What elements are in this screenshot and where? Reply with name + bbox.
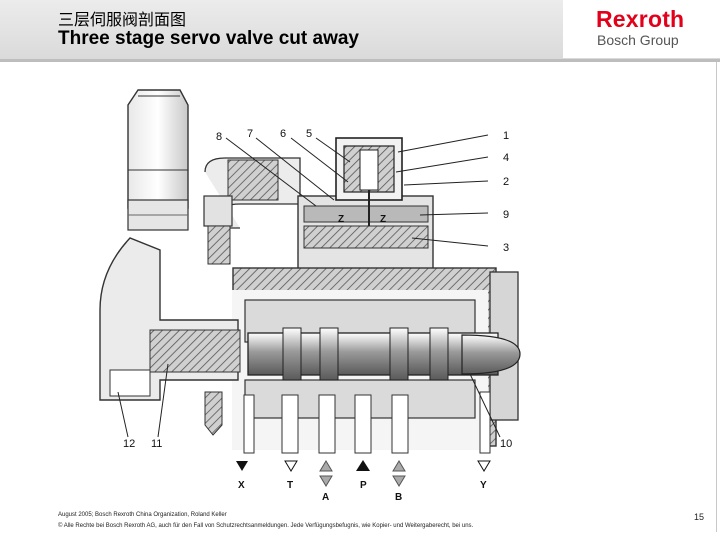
callout-5: 5 (306, 128, 312, 140)
callout-9: 9 (503, 209, 509, 221)
spool-mark-z: Z (338, 214, 344, 225)
callout-12: 12 (123, 438, 135, 450)
servo-valve-diagram: Z Z 1 2 3 4 5 6 7 8 9 10 11 12 X T A P B… (99, 89, 521, 502)
callout-7: 7 (247, 128, 253, 140)
main-spool (247, 327, 521, 381)
port-label-t: T (287, 480, 293, 491)
page-number: 15 (694, 512, 705, 522)
torque-motor-housing (297, 137, 434, 270)
callout-10: 10 (500, 438, 512, 450)
callout-11: 11 (151, 438, 162, 450)
footer-copyright: © Alle Rechte bei Bosch Rexroth AG, auch… (58, 523, 474, 529)
port-symbols (236, 460, 491, 487)
leader-lines (117, 134, 501, 438)
callout-3: 3 (503, 242, 509, 254)
logo (563, 0, 720, 58)
footer-source: August 2005; Bosch Rexroth China Organiz… (58, 512, 227, 518)
port-label-p: P (360, 480, 367, 491)
spool-mark-z: Z (380, 214, 386, 225)
callout-4: 4 (503, 152, 509, 164)
slide-title-cn: 三层伺服阀剖面图 (58, 12, 187, 29)
connector-plug (127, 89, 189, 231)
logo-brand: Rexroth (596, 6, 685, 32)
port-label-x: X (238, 480, 245, 491)
callout-1: 1 (503, 130, 509, 142)
port-label-y: Y (480, 480, 487, 491)
slide-border (716, 62, 717, 532)
callout-8: 8 (216, 131, 222, 143)
port-label-b: B (395, 492, 402, 502)
slide-title-en: Three stage servo valve cut away (58, 28, 359, 49)
port-label-a: A (322, 492, 329, 502)
logo-subtitle: Bosch Group (597, 32, 679, 48)
callout-2: 2 (503, 176, 509, 188)
header-rule (0, 59, 720, 62)
callout-6: 6 (280, 128, 286, 140)
pilot-connector (203, 157, 301, 265)
position-transducer (99, 237, 241, 436)
